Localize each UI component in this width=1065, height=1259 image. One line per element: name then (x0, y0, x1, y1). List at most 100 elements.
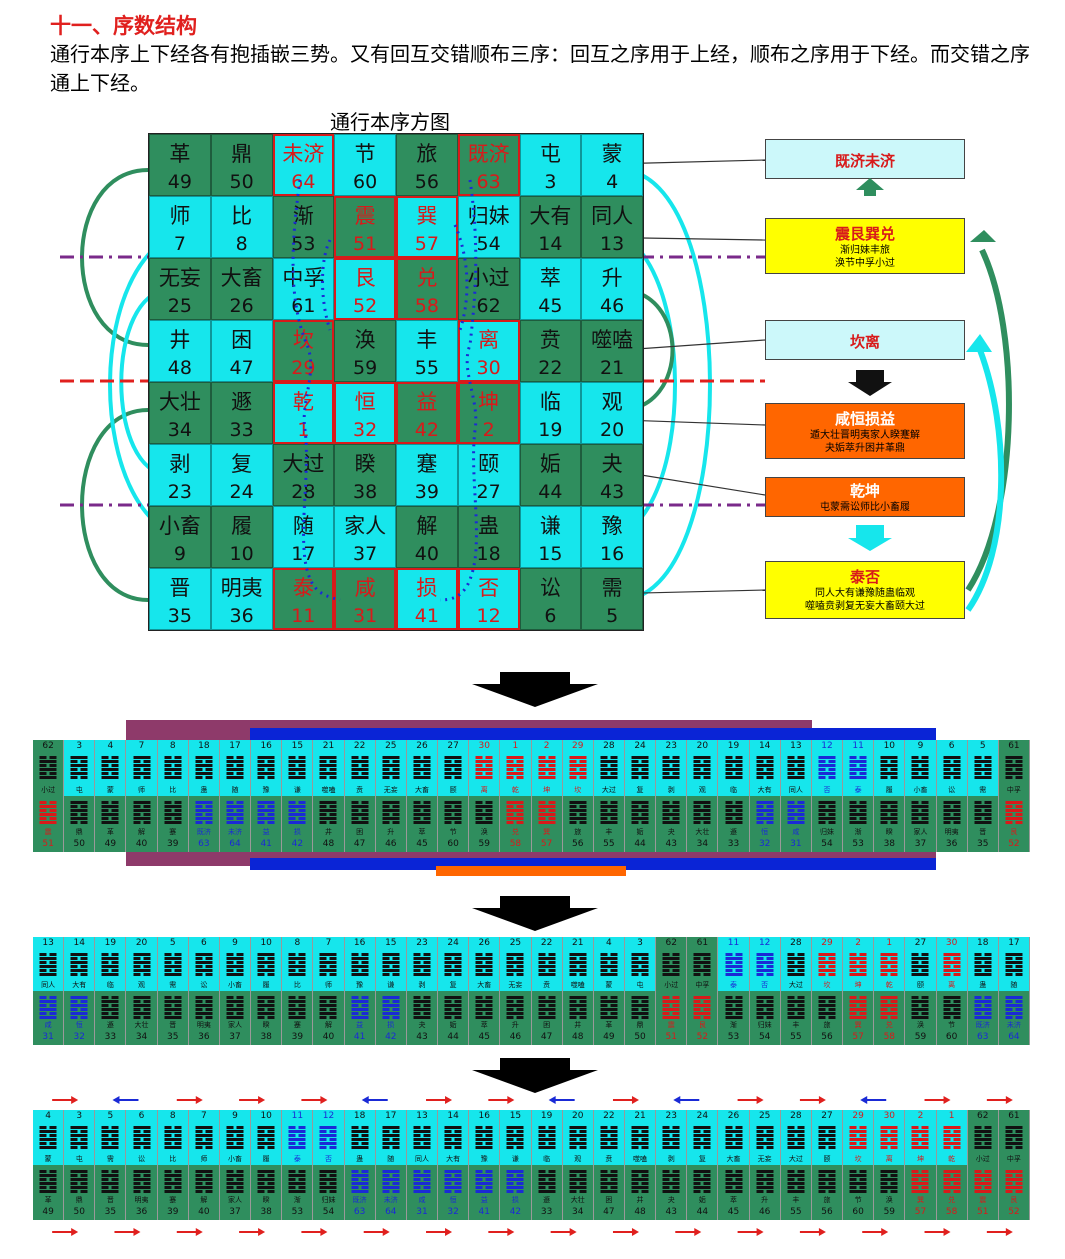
hexagram-icon (569, 756, 587, 780)
hexagram-name: 姤 (636, 828, 644, 836)
hexagram-number: 55 (603, 839, 615, 849)
hexagram-name: 涣 (885, 1196, 893, 1204)
hexagram-icon (911, 953, 929, 977)
hexagram-number: 64 (385, 1207, 397, 1217)
hexagram-icon (195, 996, 213, 1020)
hexagram-icon (725, 953, 743, 977)
hexagram-icon (911, 1126, 929, 1150)
hexagram-name: 屯 (75, 786, 83, 794)
direction-arrowhead (569, 1228, 577, 1236)
hexagram-icon (257, 801, 275, 825)
hexagram-number: 33 (104, 1032, 117, 1042)
hexagram-icon (974, 1170, 992, 1194)
grid-cell-name: 蛊 (478, 514, 500, 538)
hexagram-name: 大有 (446, 1155, 461, 1163)
box-qian-kun: 乾坤 屯蒙需讼师比小畜履 (765, 477, 965, 517)
hexagram-number: 25 (385, 741, 397, 751)
grid-cell-number: 49 (167, 171, 192, 193)
hexagram-name: 小畜 (228, 981, 243, 989)
hexagram-number: 59 (478, 839, 490, 849)
hexagram-name: 乾 (885, 981, 893, 989)
hexagram-icon (164, 1126, 182, 1150)
hexagram-name: 解 (138, 828, 146, 836)
hexagram-name: 大有 (72, 981, 87, 989)
hexagram-icon (319, 953, 337, 977)
hexagram-number: 23 (665, 741, 677, 751)
grid-cell-number: 26 (229, 295, 254, 317)
hexagram-icon (288, 1170, 306, 1194)
grid-cell-number: 37 (353, 543, 378, 565)
grid-cell-number: 60 (353, 171, 378, 193)
hexagram-number: 63 (198, 839, 210, 849)
hexagram-name: 贲 (543, 981, 551, 989)
grid-cell-name: 遯 (231, 390, 253, 414)
grid-cell-number: 35 (167, 605, 192, 627)
hexagram-name: 否 (823, 786, 831, 794)
hexagram-name: 节 (854, 1196, 862, 1204)
hexagram-icon (943, 1126, 961, 1150)
hexagram-icon (600, 1170, 618, 1194)
grid-cell-name: 否 (478, 576, 500, 600)
grid-cell-name: 井 (169, 328, 191, 352)
hexagram-number: 32 (447, 1207, 459, 1217)
grid-cell-number: 23 (167, 481, 192, 503)
hexagram-name: 震 (979, 1196, 987, 1204)
hexagram-number: 29 (821, 938, 833, 948)
hexagram-name: 颐 (823, 1155, 831, 1163)
hexagram-name: 泰 (854, 786, 862, 794)
grid-cell-name: 离 (478, 328, 500, 352)
hexagram-number: 2 (855, 938, 861, 948)
box-tai-title: 泰否 (849, 568, 880, 586)
grid-cell-number: 19 (538, 419, 563, 441)
grid-cell-number: 28 (291, 481, 316, 503)
hexagram-icon (880, 756, 898, 780)
hexagram-name: 蹇 (169, 1196, 177, 1204)
hexagram-icon (382, 801, 400, 825)
hexagram-number: 5 (169, 938, 176, 948)
hexagram-icon (818, 801, 836, 825)
hexagram-number: 8 (294, 938, 301, 948)
hexagram-name: 同人 (788, 786, 803, 794)
hexagram-number: 61 (1008, 741, 1020, 751)
hexagram-icon (725, 756, 743, 780)
hexagram-name: 困 (543, 1021, 551, 1029)
hexagram-icon (195, 1126, 213, 1150)
grid-cell-name: 谦 (539, 514, 561, 538)
hexagram-name: 豫 (262, 786, 270, 794)
hexagram-number: 44 (447, 1032, 459, 1042)
hexagram-name: 巽 (543, 828, 551, 836)
direction-arrowhead (756, 1228, 764, 1236)
hexagram-number: 16 (260, 741, 272, 751)
hexagram-icon (39, 801, 57, 825)
hexagram-icon (413, 953, 431, 977)
hexagram-name: 旅 (574, 828, 582, 836)
direction-arrowhead (881, 1228, 889, 1236)
hexagram-icon (849, 801, 867, 825)
hexagram-icon (880, 1170, 898, 1194)
hexagram-icon (226, 953, 244, 977)
hexagram-icon (195, 801, 213, 825)
hexagram-number: 14 (73, 938, 85, 948)
